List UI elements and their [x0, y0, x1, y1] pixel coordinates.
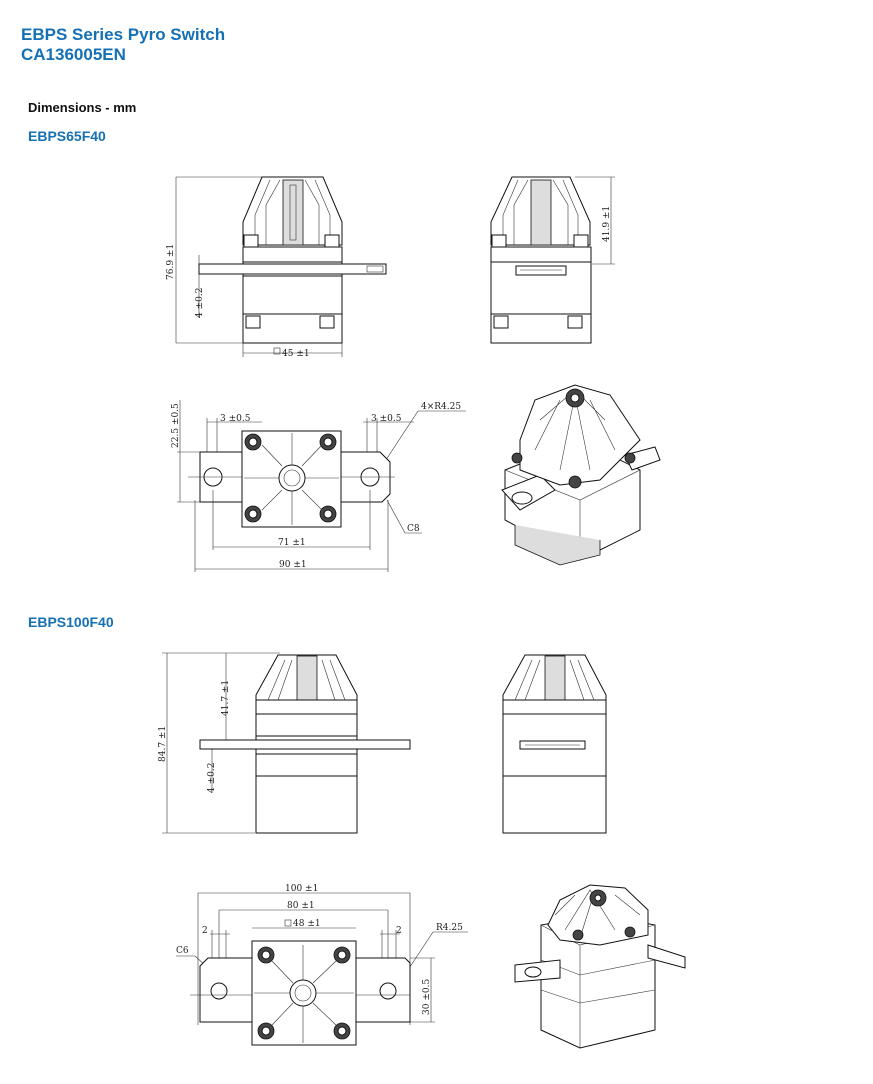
- ebps100-slot-right-label: 2: [396, 926, 402, 936]
- ebps65-radius-label: 4×R4.25: [421, 402, 461, 412]
- ebps100-radius-label: R4.25: [436, 923, 463, 933]
- ebps100-terminal-thickness-label: 4 ±0.2: [207, 763, 217, 793]
- ebps65f40-front-view: 76.9 ±1 4 ±0.2 45 ±1: [166, 176, 387, 359]
- ebps65-hole-pitch-label: 71 ±1: [278, 538, 306, 548]
- ebps100f40-side-view: [502, 654, 607, 834]
- ebps65f40-side-view: 41.9 ±1: [490, 176, 615, 344]
- svg-text:C8: C8: [407, 524, 420, 534]
- model-heading-ebps100f40: EBPS100F40: [28, 614, 114, 630]
- ebps65-slot-right-label: 3 ±0.5: [371, 414, 402, 424]
- dimensions-heading: Dimensions - mm: [28, 100, 137, 115]
- ebps65-tab-width-label: 22.5 ±0.5: [171, 403, 181, 448]
- ebps100-chamfer-label: C6: [176, 946, 189, 956]
- ebps100-tab-width-label: 30 ±0.5: [422, 979, 432, 1015]
- ebps100-height-top-label: 41.7 ±1: [221, 680, 231, 716]
- ebps100-height-total-label: 84.7 ±1: [158, 726, 168, 762]
- ebps100-overall-length-label: 100 ±1: [285, 884, 318, 894]
- ebps65-overall-length-label: 90 ±1: [279, 560, 307, 570]
- ebps100-body-square-label: 48 ±1: [293, 919, 321, 929]
- ebps100-slot-left-label: 2: [202, 926, 208, 936]
- document-code: CA136005EN: [21, 45, 126, 64]
- ebps65-body-square-label: 45 ±1: [282, 349, 310, 359]
- ebps65f40-isometric-view: [501, 384, 661, 566]
- ebps65-slot-left-label: 3 ±0.5: [220, 414, 251, 424]
- ebps65-height-total-label: 76.9 ±1: [166, 244, 176, 280]
- ebps100f40-front-view: 84.7 ±1 41.7 ±1 4 ±0.2: [158, 652, 411, 834]
- ebps100-hole-pitch-label: 80 ±1: [287, 901, 315, 911]
- ebps65-terminal-thickness-label: 4 ±0.2: [195, 288, 205, 318]
- model-heading-ebps65f40: EBPS65F40: [28, 128, 106, 144]
- document-title: EBPS Series Pyro Switch: [21, 25, 226, 44]
- ebps65f40-top-view: 22.5 ±0.5 3 ±0.5 3 ±0.5 4×R4.25 C8: [171, 400, 466, 572]
- ebps100f40-isometric-view: [514, 884, 686, 1049]
- ebps100f40-top-view: 100 ±1 80 ±1 48 ±1 2 2 R4.25 C6: [176, 884, 468, 1046]
- ebps65-height-top-label: 41.9 ±1: [602, 206, 612, 242]
